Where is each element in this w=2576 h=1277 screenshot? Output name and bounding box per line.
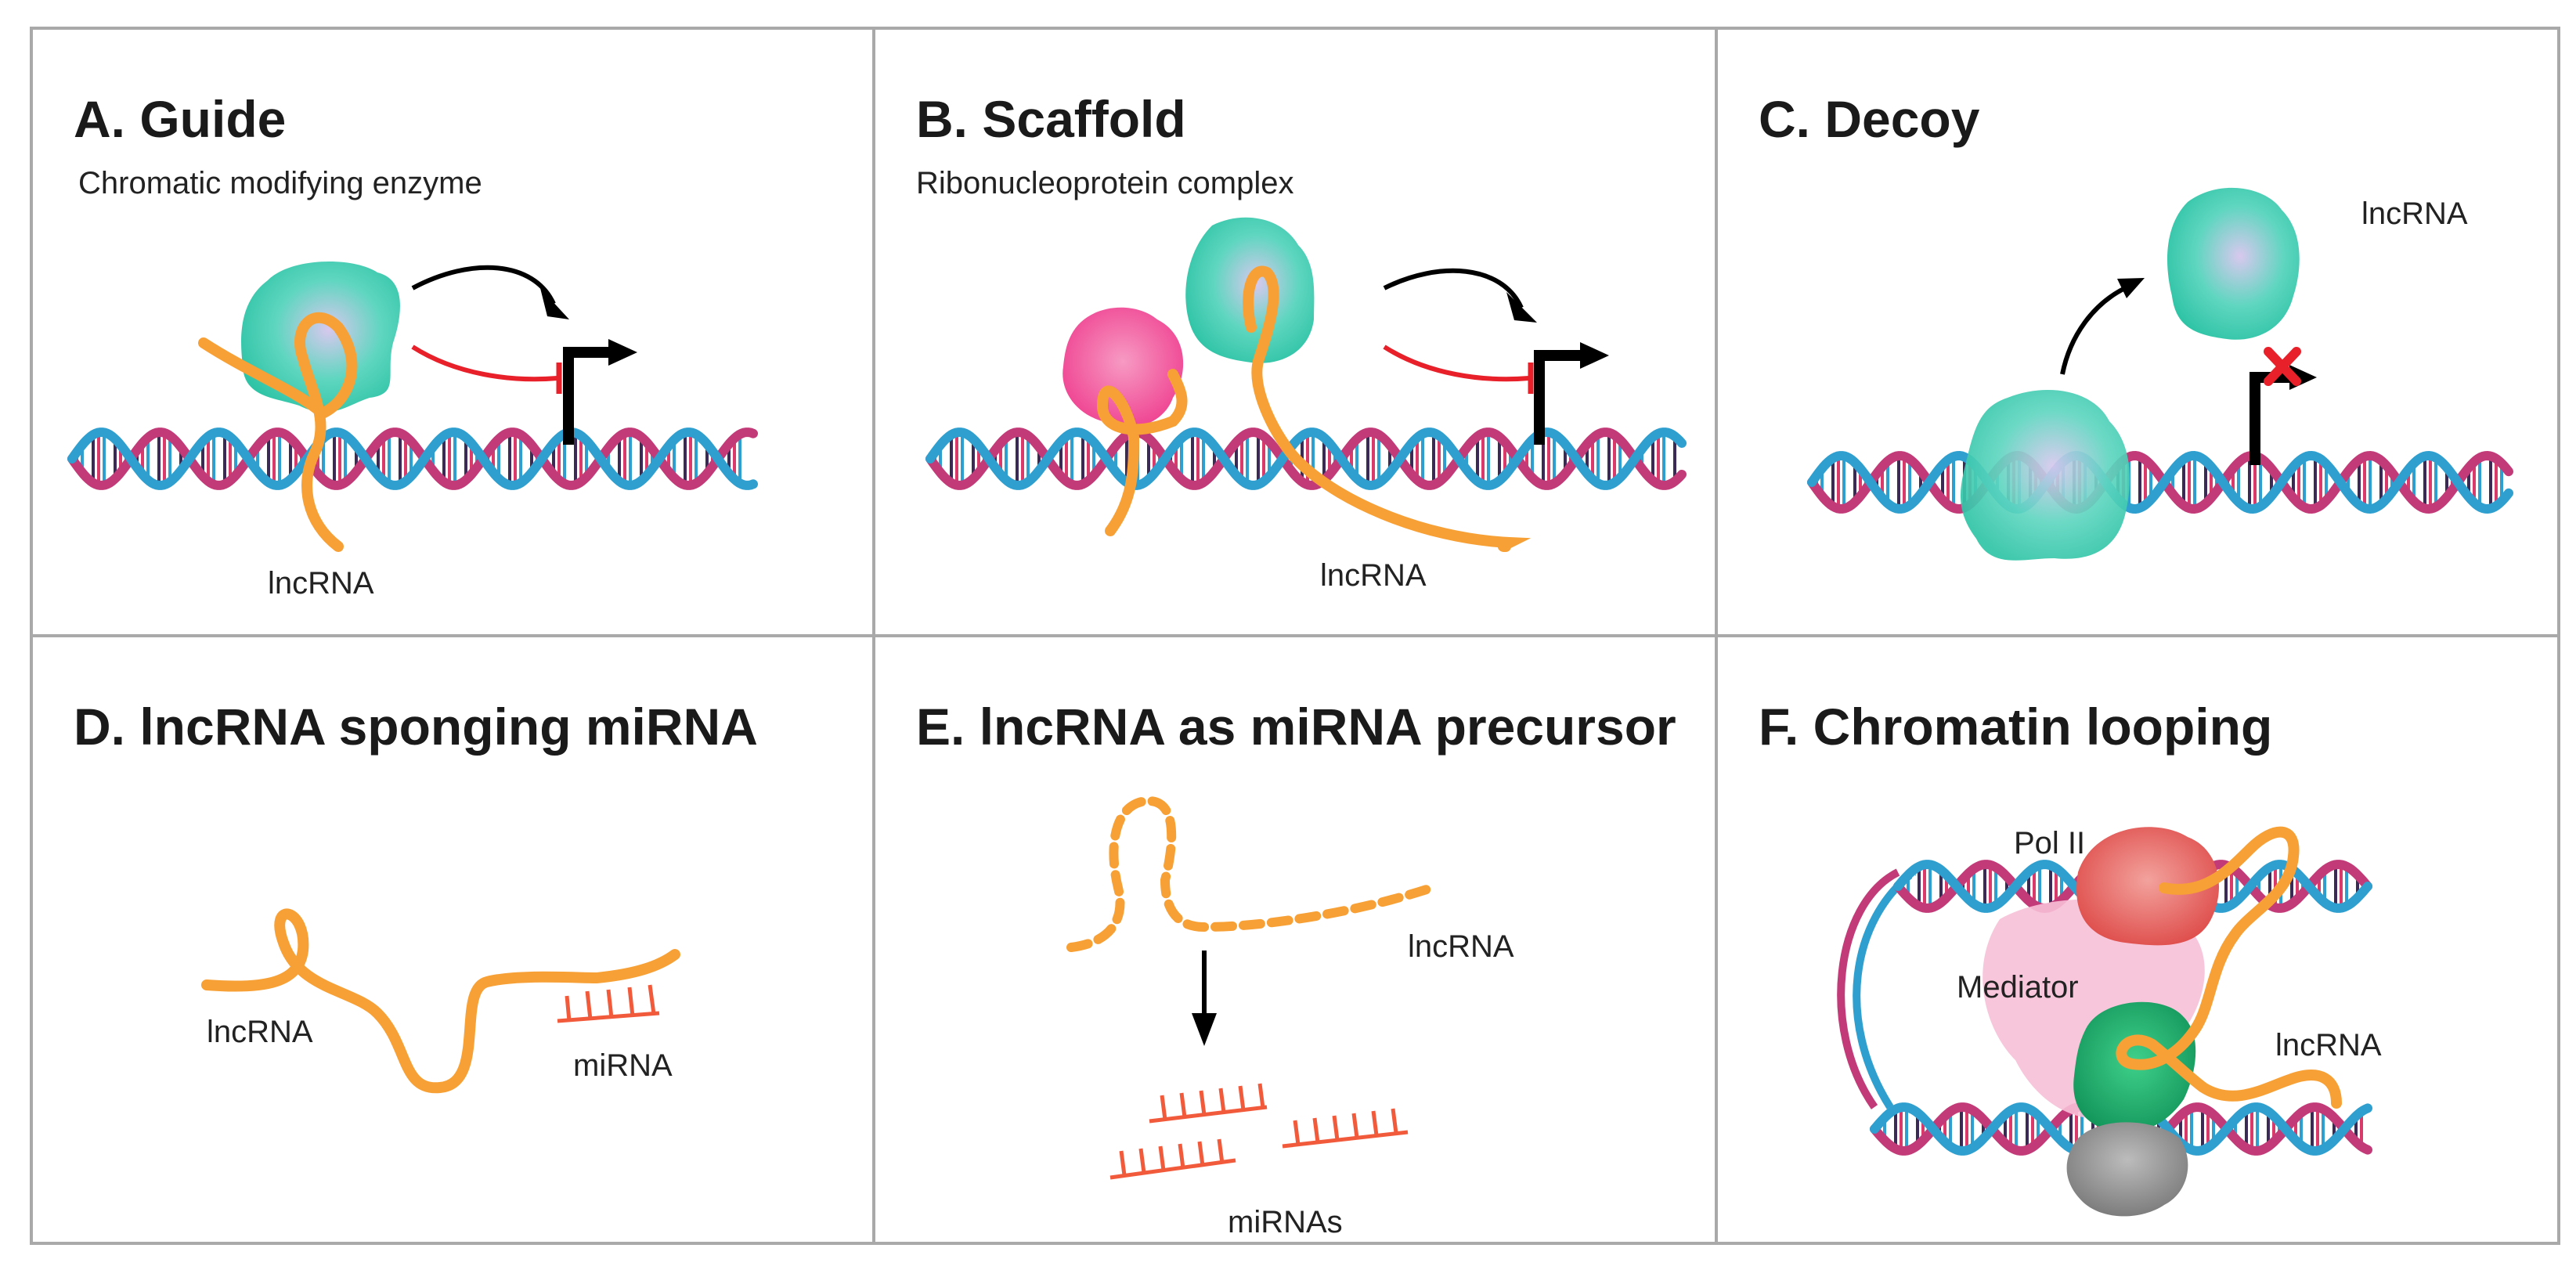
release-arrowhead-icon [2117, 278, 2145, 298]
inhibition-line [411, 345, 558, 382]
pol-ii-label: Pol II [2014, 826, 2085, 860]
panel-sponging: D. lncRNA sponging miRNA lncRNA miRNA [30, 634, 875, 1245]
promoter-arrow [1534, 350, 1584, 445]
activation-arrow [1383, 268, 1524, 309]
dna-strand [67, 427, 758, 490]
panel-precursor: E. lncRNA as miRNA precursor lncRNA miRN [872, 634, 1718, 1245]
panel-guide: A. Guide Chromatic modifying enzyme lncR… [30, 27, 875, 637]
activation-arrow [411, 265, 556, 305]
panel-title: D. lncRNA sponging miRNA [74, 698, 758, 756]
dna-helix [1807, 450, 2513, 514]
panel-title: F. Chromatin looping [1759, 698, 2273, 756]
lncrna-strand [2116, 826, 2342, 1109]
panel-subtitle: Chromatic modifying enzyme [78, 166, 482, 200]
mediator-label: Mediator [1957, 970, 2079, 1005]
lncrna-strand [201, 908, 680, 1094]
release-arrow [2060, 286, 2127, 375]
inhibition-line [1383, 345, 1530, 382]
panel-title: E. lncRNA as miRNA precursor [916, 698, 1676, 756]
promoter-arrowhead-icon [608, 339, 637, 366]
guide-illustration: lncRNA [67, 262, 758, 601]
arrowhead-icon [1506, 292, 1537, 323]
sponging-illustration: lncRNA miRNA [201, 908, 680, 1094]
lncrna-label: lncRNA [1408, 929, 1514, 964]
dna-strand [925, 427, 1687, 490]
lncrna-label: lncRNA [207, 1015, 313, 1049]
lncrna-label: lncRNA [1320, 558, 1427, 593]
grey-protein [2066, 1122, 2188, 1217]
mirnas-label: miRNAs [1228, 1205, 1343, 1239]
mirna-fragments [1109, 1083, 1409, 1180]
arrowhead-icon [540, 288, 569, 319]
dna-helix [925, 427, 1687, 490]
dna-helix [67, 427, 758, 490]
lncrna-label: lncRNA [268, 566, 374, 601]
decoy-illustration: lncRNA [1807, 187, 2513, 561]
lncrna-strand-2 [1243, 265, 1532, 552]
promoter-arrowhead-icon [1580, 342, 1609, 369]
lncrna-precursor [1066, 796, 1436, 952]
panel-title: A. Guide [74, 90, 287, 148]
enzyme-released [2167, 187, 2300, 340]
precursor-illustration: lncRNA miRNAs [1066, 796, 1514, 1239]
lncrna-strand [1096, 369, 1188, 536]
looping-illustration: Pol II Mediator lncRNA [1837, 826, 2382, 1217]
blocked-x-icon [2264, 347, 2301, 386]
chromatin-enzyme [241, 262, 400, 413]
mirna-strand [557, 1011, 660, 1023]
dna-loop [1837, 868, 1917, 1109]
promoter-arrow [563, 347, 612, 445]
panel-subtitle: Ribonucleoprotein complex [916, 166, 1294, 200]
enzyme-bound [1961, 390, 2130, 561]
panel-scaffold: B. Scaffold Ribonucleoprotein complex ln… [872, 27, 1718, 637]
pink-protein [1063, 307, 1184, 428]
lncrna-label: lncRNA [2275, 1028, 2382, 1062]
pol-ii [2076, 827, 2219, 946]
panel-title: B. Scaffold [916, 90, 1186, 148]
mirna-teeth [565, 984, 656, 1022]
lncrna-strand [198, 312, 358, 552]
panel-decoy: C. Decoy lncRNA [1715, 27, 2560, 637]
lncrna-label: lncRNA [2361, 197, 2468, 231]
processing-arrowhead-icon [1192, 1013, 1217, 1046]
panel-looping: F. Chromatin looping Pol II Mediator lnc… [1715, 634, 2560, 1245]
dna-strand [67, 427, 758, 490]
panel-title: C. Decoy [1759, 90, 1980, 148]
dna-strand [925, 427, 1687, 490]
mirna-label: miRNA [573, 1048, 673, 1083]
dna-strand [1807, 450, 2513, 514]
promoter-arrow [2249, 372, 2293, 465]
scaffold-illustration: lncRNA [925, 217, 1687, 593]
